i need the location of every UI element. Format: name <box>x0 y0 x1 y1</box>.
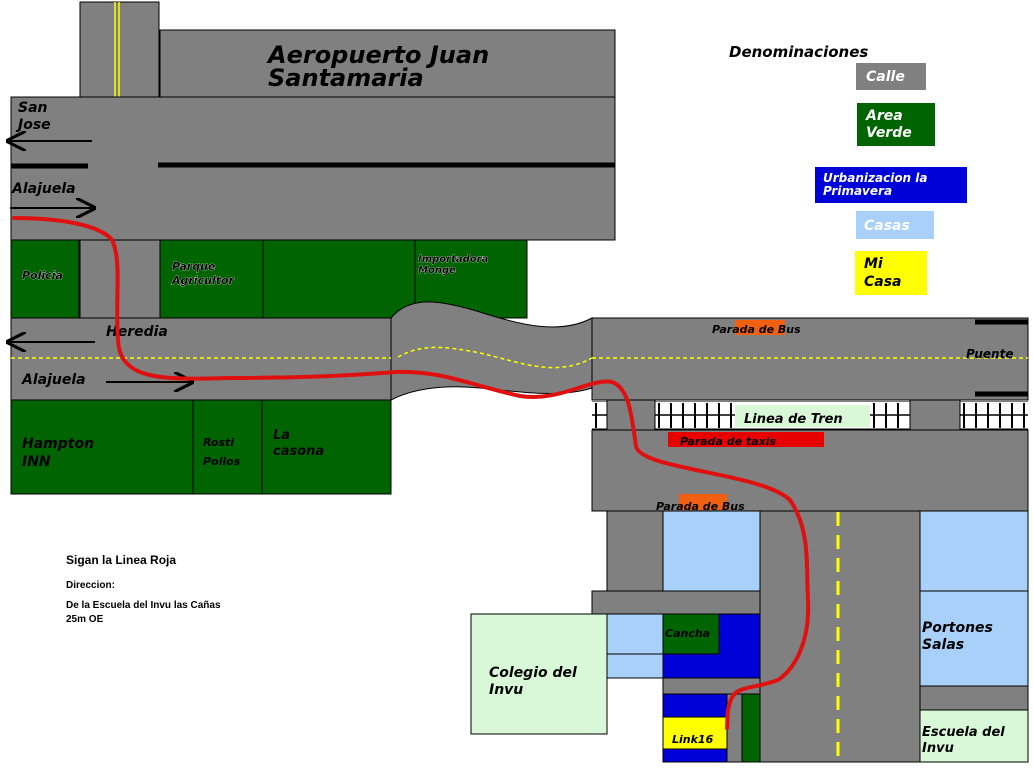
legend-label-casas: Casas <box>864 218 910 234</box>
place-hampton-2: INN <box>22 454 51 470</box>
green-block <box>262 239 416 319</box>
airport-name-line1: Aeropuerto Juan <box>266 41 489 69</box>
legend-label-urbanizacion: Urbanizacion la <box>823 171 928 185</box>
main-avenue <box>759 510 921 763</box>
place-policia: Policia <box>22 269 63 282</box>
place-rosti-2: Pollos <box>203 455 241 468</box>
road-label-alajuela-top: Alajuela <box>11 181 76 197</box>
place-importadora-2: Monge <box>418 265 456 276</box>
train-line-box <box>735 405 870 427</box>
place-cancha: Cancha <box>665 627 710 640</box>
place-parque-1: Parque <box>172 260 216 273</box>
green-row-1 <box>10 239 528 319</box>
place-my-house: Link16 <box>672 733 714 746</box>
airport-name-line2: Santamaria <box>268 64 424 92</box>
legend-swatch-area-verde <box>857 103 935 146</box>
bus-stop-bottom <box>679 494 727 510</box>
place-casona-2: casona <box>273 444 324 459</box>
cancha-block <box>662 613 720 655</box>
place-importadora-1: Importadora <box>418 254 489 265</box>
directions-line1: De la Escuela del Invu las Cañas <box>66 600 221 611</box>
place-hampton-1: Hampton <box>22 436 94 452</box>
label-taxi-stop: Parada de taxis <box>680 435 776 448</box>
directions-note: Sigan la Linea Roja Direccion: De la Esc… <box>66 553 221 625</box>
place-portones-2: Salas <box>922 637 964 653</box>
red-route-line <box>12 216 811 730</box>
neighborhood <box>470 429 1029 763</box>
houses-block <box>662 510 761 592</box>
legend-swatch-casas <box>856 211 934 239</box>
legend-swatch-urbanizacion <box>815 167 967 203</box>
road-label-heredia: Heredia <box>106 324 168 340</box>
legend-label-mi: Mi <box>864 256 883 272</box>
label-bus-stop-top: Parada de Bus <box>712 323 801 336</box>
legend-label-primavera: Primavera <box>823 184 892 198</box>
legend-swatch-calle <box>856 63 926 90</box>
curved-road <box>390 301 593 401</box>
place-escuela-2: Invu <box>922 741 954 756</box>
road-label-alajuela-mid: Alajuela <box>21 372 86 388</box>
legend-label-calle: Calle <box>866 69 905 85</box>
railway-ties <box>592 403 1028 428</box>
colegio-block <box>470 613 608 735</box>
place-colegio-2: Invu <box>489 682 523 698</box>
legend: Calle Area Verde Urbanizacion la Primave… <box>815 63 967 295</box>
casona-block <box>261 399 392 495</box>
label-train-line: Linea de Tren <box>744 412 843 427</box>
hampton-block <box>10 399 194 495</box>
legend-label-area: Area <box>865 108 903 124</box>
place-portones-1: Portones <box>922 620 993 636</box>
bus-stop-top <box>735 320 785 335</box>
directions-label: Direccion: <box>66 580 115 591</box>
roads-top <box>10 1 616 241</box>
escuela-block <box>919 709 1029 763</box>
my-house-block <box>662 716 728 750</box>
place-parque-2: Agricultor <box>171 274 235 287</box>
legend-title: Denominaciones <box>729 43 868 61</box>
side-street <box>79 239 161 319</box>
green-row-2 <box>10 399 392 495</box>
directions-title: Sigan la Linea Roja <box>66 553 176 567</box>
legend-label-verde: Verde <box>866 125 912 141</box>
directions-line2: 25m OE <box>66 614 104 625</box>
legend-label-casa: Casa <box>864 274 902 290</box>
road-label-san-jose-2: Jose <box>15 117 51 133</box>
houses-block <box>919 510 1029 592</box>
airport-block <box>159 29 616 98</box>
place-escuela-1: Escuela del <box>922 725 1005 740</box>
label-bus-stop-bottom: Parada de Bus <box>656 500 745 513</box>
place-rosti-1: Rosti <box>203 436 234 449</box>
rosti-block <box>192 399 263 495</box>
road-label-puente: Puente <box>966 347 1013 361</box>
place-casona-1: La <box>273 428 290 443</box>
main-highway <box>10 96 616 241</box>
legend-swatch-mi-casa <box>855 251 927 295</box>
place-colegio-1: Colegio del <box>489 665 577 681</box>
road-label-san-jose-1: San <box>18 100 48 116</box>
